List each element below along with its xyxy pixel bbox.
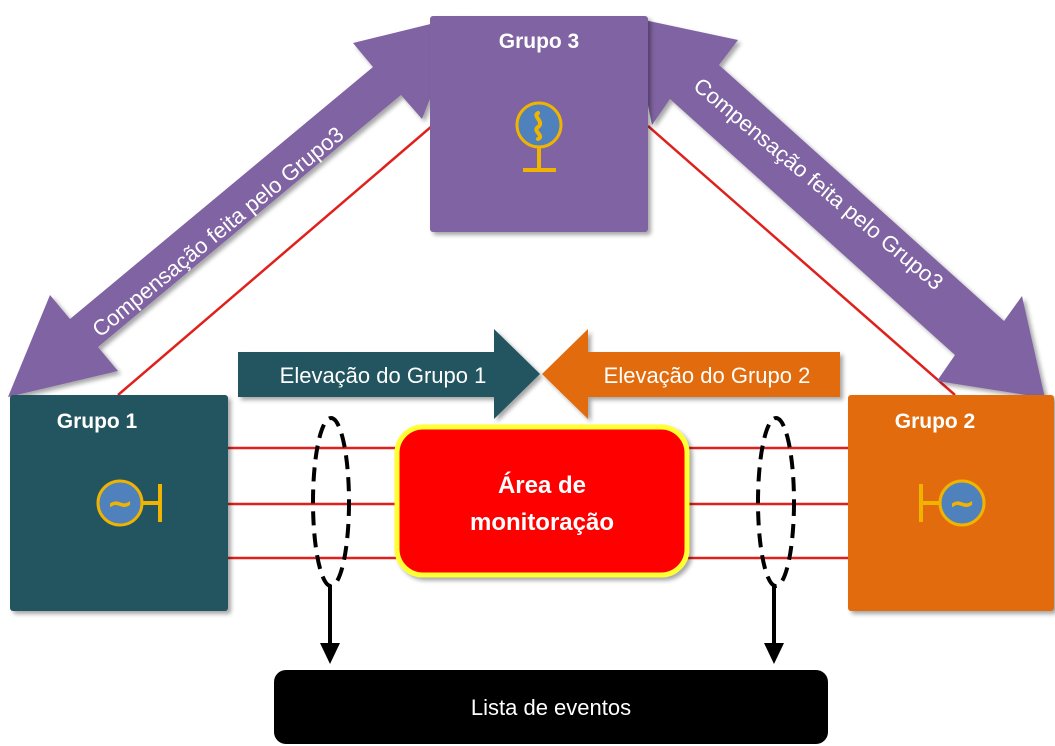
generator-icon: ~ [919,479,986,527]
svg-text:Compensação feita pelo Grupo3: Compensação feita pelo Grupo3 [689,73,948,295]
monitoring-area [394,424,690,578]
elevation-arrow-group2 [542,329,840,419]
connection-line-g3-g1 [117,125,433,396]
svg-text:~: ~ [949,484,976,522]
elevation-arrow-group1 [238,329,540,419]
measurement-ellipse-left [311,416,351,588]
measurement-ellipse-right [756,416,796,588]
compensation-arrow-right [630,17,1045,398]
arrow-to-event-list-left [320,585,340,664]
group1-label: Grupo 1 [57,410,138,433]
compensation-right-label: Compensação feita pelo Grupo3 [689,73,948,295]
generator-icon [515,101,563,172]
monitoring-area-line1: Área de [498,471,586,499]
generator-icon: ~ [96,479,162,527]
svg-text:~: ~ [107,484,134,522]
compensation-arrow-left [8,16,463,397]
arrow-to-event-list-right [764,585,784,664]
connection-line-g3-g2 [647,125,956,396]
monitoring-area-line2: monitoração [470,509,614,536]
elevation-group2-label: Elevação do Grupo 2 [604,363,811,388]
group3-label: Grupo 3 [499,30,580,53]
event-list-box [274,670,828,744]
group2-label: Grupo 2 [895,410,976,433]
event-list-label: Lista de eventos [471,695,631,720]
elevation-group1-label: Elevação do Grupo 1 [280,363,487,388]
